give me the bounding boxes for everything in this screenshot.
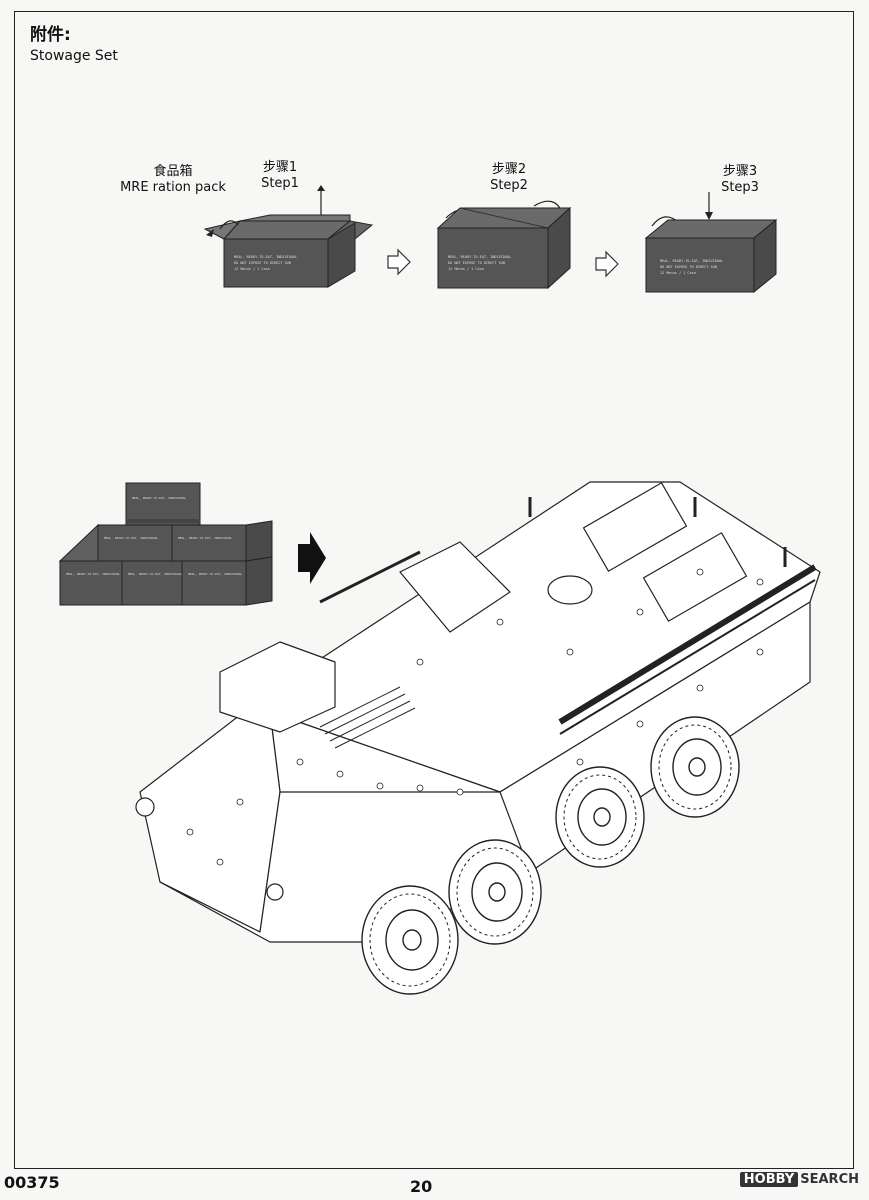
section-title-cn: 附件: — [30, 25, 71, 45]
hull-front — [139, 691, 281, 933]
step-arrow-1-icon — [387, 248, 411, 276]
box-text-3: 12 Menus / 1 Case — [234, 267, 270, 271]
step2-box-illustration: MEAL, READY-TO-EAT, INDIVIDUAL DO NOT EX… — [436, 200, 572, 290]
box-text-2: DO NOT EXPOSE TO DIRECT SUN — [234, 261, 291, 265]
wheel-1 — [361, 885, 459, 995]
step3-box-illustration: MEAL, READY-TO-EAT, INDIVIDUAL DO NOT EX… — [644, 192, 778, 294]
step1-box-illustration: MEAL, READY-TO-EAT, INDIVIDUAL DO NOT EX… — [203, 185, 374, 288]
watermark-text: SEARCH — [800, 1172, 859, 1187]
box-text-2: DO NOT EXPOSE TO DIRECT SUN — [660, 265, 717, 269]
page-frame — [14, 11, 854, 1169]
vehicle-line-drawing — [135, 481, 821, 995]
step2-label-en: Step2 — [490, 178, 528, 193]
step1-label-en: Step1 — [261, 176, 299, 191]
rear-hatch-2 — [642, 532, 748, 622]
mre-label: 食品箱 MRE ration pack — [118, 164, 228, 196]
box-text-1: MEAL, READY-TO-EAT, INDIVIDUAL — [448, 255, 511, 259]
mre-label-cn: 食品箱 — [153, 164, 193, 179]
section-title-en: Stowage Set — [30, 48, 118, 64]
box-text-1: MEAL, READY-TO-EAT, INDIVIDUAL — [128, 572, 182, 576]
headlight-right — [266, 883, 284, 901]
product-code: 00375 — [4, 1173, 60, 1192]
step1-label: 步骤1 Step1 — [245, 160, 315, 192]
rear-hatch — [582, 482, 688, 572]
headlight-left — [135, 797, 155, 817]
watermark-logo: HOBBY — [739, 1172, 799, 1187]
page-number: 20 — [410, 1177, 433, 1196]
placement-arrow-icon — [298, 532, 326, 584]
step3-label: 步骤3 Step3 — [705, 164, 775, 196]
step3-label-cn: 步骤3 — [722, 164, 758, 179]
box-text-1: MEAL, READY-TO-EAT, INDIVIDUAL — [66, 572, 120, 576]
box-text-1: MEAL, READY-TO-EAT, INDIVIDUAL — [660, 259, 723, 263]
box-text-1: MEAL, READY-TO-EAT, INDIVIDUAL — [104, 536, 158, 540]
wheel-3 — [555, 766, 645, 868]
step-arrow-2-icon — [595, 250, 619, 278]
box-text-1: MEAL, READY-TO-EAT, INDIVIDUAL — [188, 572, 242, 576]
step2-label: 步骤2 Step2 — [474, 162, 544, 194]
box-text-3: 12 Menus / 1 Case — [448, 267, 484, 271]
mre-label-en: MRE ration pack — [120, 180, 226, 195]
box-text-2: DO NOT EXPOSE TO DIRECT SUN — [448, 261, 505, 265]
up-arrow-head — [317, 185, 325, 191]
step3-label-en: Step3 — [721, 180, 759, 195]
wheel-4 — [650, 716, 740, 818]
box-text-1: MEAL, READY-TO-EAT, INDIVIDUAL — [132, 496, 186, 500]
step2-label-cn: 步骤2 — [491, 162, 527, 177]
weapon-mount — [399, 541, 511, 633]
box-text-1: MEAL, READY-TO-EAT, INDIVIDUAL — [234, 255, 297, 259]
roof-hatch — [547, 575, 593, 605]
step1-label-cn: 步骤1 — [262, 160, 298, 175]
stacked-ration-boxes: MEAL, READY-TO-EAT, INDIVIDUAL MEAL, REA… — [58, 482, 273, 606]
front-box — [219, 641, 336, 733]
wheel-2 — [448, 839, 542, 945]
box-text-1: MEAL, READY-TO-EAT, INDIVIDUAL — [178, 536, 232, 540]
box-text-3: 12 Menus / 1 Case — [660, 271, 696, 275]
